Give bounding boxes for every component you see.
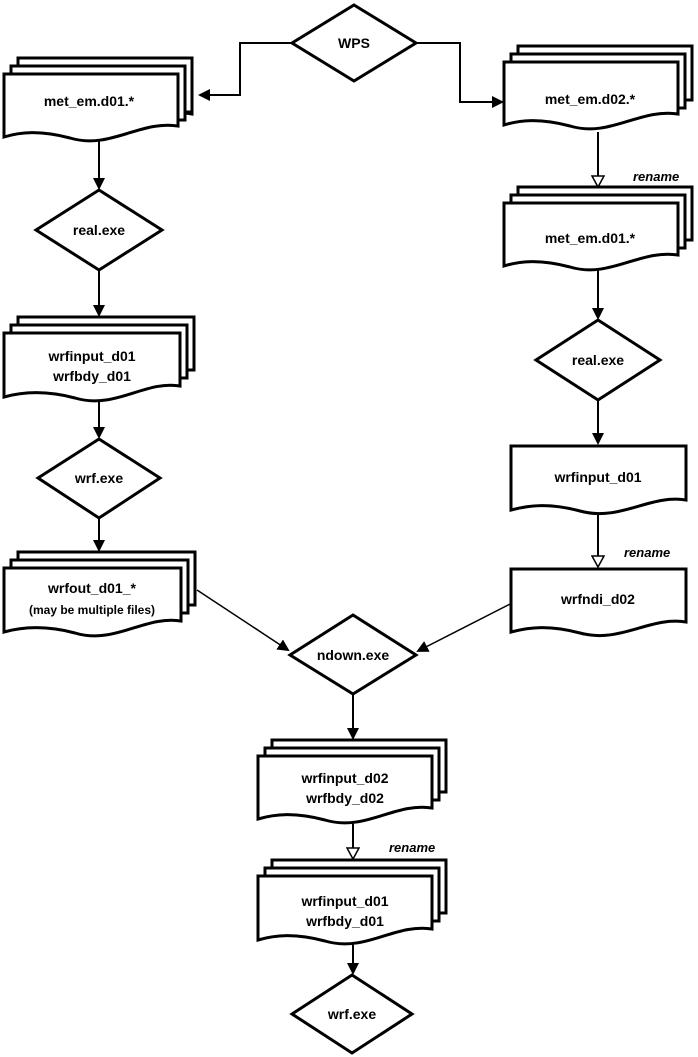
rename-label-bottom: rename [389, 840, 435, 855]
right-met-d02-label: met_em.d02.* [545, 91, 636, 107]
doc-right-ndi: wrfndi_d02 [509, 567, 688, 638]
diamond-right-real: real.exe [533, 318, 663, 402]
diamond-ndown: ndown.exe [287, 613, 419, 696]
rename-label-right-2: rename [624, 545, 670, 560]
right-input-label: wrfinput_d01 [553, 469, 641, 485]
left-input-line2: wrfbdy_d01 [52, 368, 131, 384]
mid-input-line2: wrfbdy_d02 [305, 790, 384, 806]
right-met-d01-label: met_em.d01.* [545, 230, 636, 246]
doc-right-input: wrfinput_d01 [509, 444, 688, 516]
arrow-left-out-to-ndown [196, 589, 290, 652]
multidoc-left-input: wrfinput_d01 wrfbdy_d01 [2, 315, 196, 403]
multidoc-final-input: wrfinput_d01 wrfbdy_d01 [256, 858, 448, 946]
multidoc-right-met-d01: met_em.d01.* [502, 185, 694, 272]
rename-label-right-1: rename [633, 169, 679, 184]
left-input-line1: wrfinput_d01 [47, 348, 135, 364]
wps-label: WPS [338, 35, 370, 51]
left-wrf-label: wrf.exe [74, 470, 123, 486]
left-met-label: met_em.d01.* [44, 93, 135, 109]
left-out-line1: wrfout_d01_* [47, 580, 136, 596]
left-out-line2: (may be multiple files) [29, 603, 155, 617]
left-real-label: real.exe [73, 222, 125, 238]
diamond-left-real: real.exe [33, 188, 165, 272]
right-real-label: real.exe [572, 352, 624, 368]
multidoc-left-met: met_em.d01.* [2, 56, 194, 143]
arrow-wps-to-left-met [198, 42, 292, 101]
diamond-left-wrf: wrf.exe [35, 437, 163, 520]
arrow-right-ndi-to-ndown [416, 602, 513, 652]
diamond-wps: WPS [289, 3, 419, 83]
final-input-line1: wrfinput_d01 [300, 893, 388, 909]
ndown-label: ndown.exe [317, 647, 390, 663]
final-wrf-label: wrf.exe [327, 1006, 376, 1022]
arrow-wps-to-right-met [416, 42, 504, 108]
mid-input-line1: wrfinput_d02 [300, 770, 388, 786]
connectors [93, 42, 598, 975]
diamond-final-wrf: wrf.exe [289, 973, 415, 1055]
multidoc-right-met-d02: met_em.d02.* [502, 44, 694, 131]
final-input-line2: wrfbdy_d01 [305, 913, 384, 929]
multidoc-mid-input: wrfinput_d02 wrfbdy_d02 [256, 738, 448, 825]
multidoc-left-out: wrfout_d01_* (may be multiple files) [2, 550, 197, 638]
right-ndi-label: wrfndi_d02 [560, 591, 635, 607]
